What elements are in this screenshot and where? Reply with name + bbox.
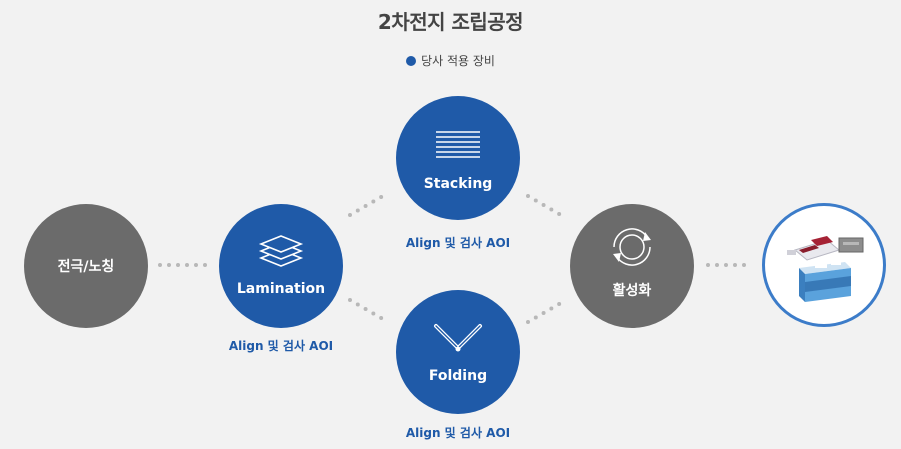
connector-folding-activation bbox=[526, 298, 568, 324]
step-lamination: Lamination bbox=[219, 204, 343, 328]
battery-product-image bbox=[762, 203, 886, 327]
connector-lamination-folding bbox=[348, 298, 390, 324]
stacked-sheets-icon bbox=[258, 235, 304, 267]
step-lamination-label: Lamination bbox=[236, 281, 326, 297]
battery-cells-icon bbox=[787, 236, 864, 302]
folding-sub-label: Align 및 검사 AOI bbox=[405, 426, 511, 440]
lamination-sub-label: Align 및 검사 AOI bbox=[228, 339, 334, 353]
connector-lamination-stacking bbox=[348, 191, 390, 217]
step-activation-label: 활성화 bbox=[612, 283, 652, 299]
connector-stacking-activation bbox=[526, 194, 568, 220]
step-stacking-label: Stacking bbox=[423, 176, 493, 192]
step-electrode-label: 전극/노칭 bbox=[57, 259, 115, 275]
step-folding-label: Folding bbox=[428, 368, 488, 384]
legend-dot bbox=[406, 56, 417, 66]
horizontal-lines-icon bbox=[436, 131, 480, 158]
stacking-sub-label: Align 및 검사 AOI bbox=[405, 236, 511, 250]
legend-label: 당사 적용 장비 bbox=[421, 54, 495, 68]
v-fold-icon bbox=[434, 324, 482, 352]
step-stacking: Stacking bbox=[396, 96, 520, 220]
step-folding: Folding bbox=[396, 290, 520, 414]
cycle-arrows-icon bbox=[613, 228, 651, 266]
page-title: 2차전지 조립공정 bbox=[377, 10, 524, 34]
step-activation: 활성화 bbox=[570, 204, 694, 328]
legend: 당사 적용 장비 bbox=[0, 52, 901, 69]
step-electrode-notching: 전극/노칭 bbox=[24, 204, 148, 328]
